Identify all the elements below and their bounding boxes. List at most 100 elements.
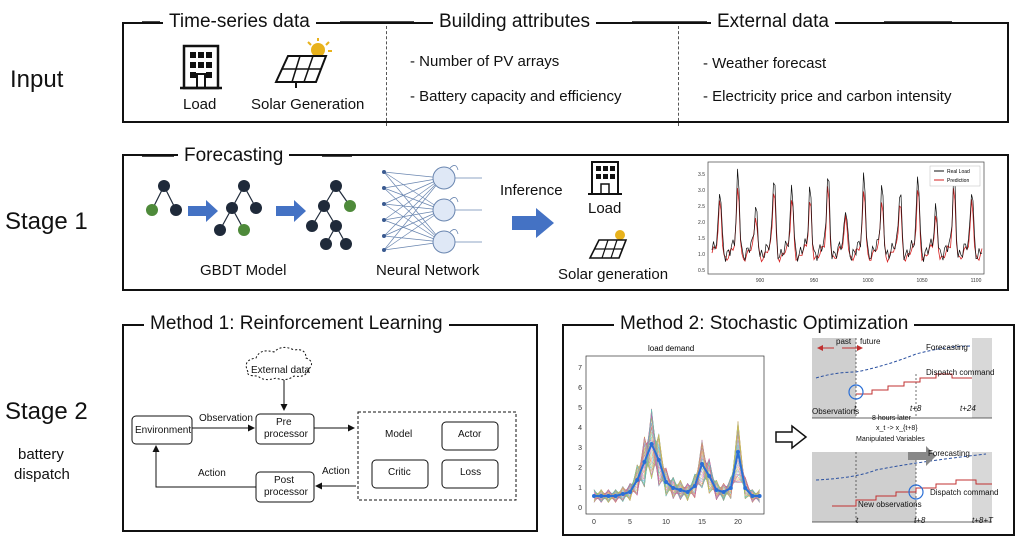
stage1-load-label: Load [588, 200, 622, 217]
mean-point [649, 442, 654, 446]
row-label-input: Input [10, 66, 64, 93]
observations-label: Observations [812, 407, 860, 416]
mean-point [714, 488, 719, 492]
new-observations-label: New observations [858, 500, 922, 509]
mean-point [728, 486, 733, 490]
t24-label: t+24 [960, 404, 976, 413]
mpc-diagram [812, 338, 992, 523]
stage1-solar-icon [588, 230, 628, 259]
time-series-header: Time-series data [163, 12, 316, 32]
gbdt-label: GBDT Model [200, 262, 287, 279]
mean-point [592, 494, 596, 498]
external-item-1: - Weather forecast [703, 55, 827, 72]
t8-label-top: t+8 [910, 404, 922, 413]
external-header: External data [711, 12, 835, 32]
past-label: past [836, 337, 852, 346]
method2-arrow [775, 424, 808, 450]
environment-label: Environment [135, 425, 192, 436]
ld-xtick: 15 [698, 519, 706, 526]
mean-point [736, 450, 740, 454]
ld-xtick: 20 [734, 519, 742, 526]
row-label-stage2-sub1: battery [18, 446, 64, 463]
input-divider-1 [386, 26, 387, 126]
action-label-2: Action [322, 466, 350, 477]
ld-xtick: 10 [662, 519, 670, 526]
mean-point [642, 460, 647, 464]
mean-point [613, 494, 618, 498]
post-processor-label-2: processor [264, 487, 308, 498]
gbdt-trees-icon [146, 180, 356, 250]
neural-network-label: Neural Network [376, 262, 480, 279]
input-divider-2 [678, 26, 679, 126]
actor-label: Actor [458, 429, 482, 440]
method1-header: Method 1: Reinforcement Learning [144, 314, 449, 334]
inference-arrow [512, 208, 554, 238]
method2-box [562, 324, 1015, 536]
mean-point [628, 490, 632, 494]
building-header: Building attributes [433, 12, 597, 32]
stage1-solar-label: Solar generation [558, 266, 669, 283]
lf-ytick: 2.5 [698, 204, 705, 210]
method1-header-lines [122, 324, 526, 326]
mean-point [685, 490, 690, 494]
load-label: Load [183, 96, 217, 113]
row-label-stage2-sub2: dispatch [14, 466, 70, 483]
building-icon [180, 44, 222, 90]
row-label-stage1: Stage 1 [5, 208, 88, 235]
mean-point [757, 494, 762, 498]
ld-ytick: 1 [578, 485, 582, 492]
lf-ytick: 2.0 [698, 220, 705, 226]
external-data-cloud-label: External data [251, 365, 310, 376]
lf-ytick: 3.0 [698, 188, 705, 194]
neural-network-icon [382, 165, 482, 254]
mean-point [700, 462, 704, 466]
t-label-top: t [854, 404, 857, 413]
post-processor-label-1: Post [274, 475, 295, 486]
mean-point [743, 486, 748, 490]
load-demand-title: load demand [648, 344, 694, 353]
t8T-label: t+8+T [972, 516, 993, 525]
method2-header-lines [592, 324, 992, 326]
forecasting-label-2: Forecasting [928, 449, 970, 458]
lf-xtick: 1000 [862, 278, 873, 284]
forecasting-label-1: Forecasting [926, 343, 968, 352]
row-label-stage2: Stage 2 [5, 398, 88, 425]
building-item-1: - Number of PV arrays [410, 53, 560, 70]
pre-processor-label-1: Pre [276, 417, 292, 428]
inference-label: Inference [500, 182, 563, 199]
stage1-box [122, 154, 1009, 291]
mean-point [599, 494, 604, 498]
lf-xtick: 1050 [916, 278, 927, 284]
manipulated-label: Manipulated Variables [856, 436, 925, 443]
lf-ytick: 3.5 [698, 172, 705, 178]
observation-label: Observation [199, 413, 253, 424]
x-formula-label: x_t -> x_{t+8} [876, 425, 918, 432]
critic-label: Critic [388, 467, 411, 478]
action-label-1: Action [198, 468, 226, 479]
solar-generation-label: Solar Generation [251, 96, 365, 113]
t8-label-bottom: t+8 [914, 516, 926, 525]
mean-point [620, 492, 625, 496]
pre-processor-label-2: processor [264, 429, 308, 440]
ld-xtick: 0 [592, 519, 596, 526]
forecasting-header-lines [142, 155, 352, 157]
hours-later-label: 8 hours later [872, 415, 911, 422]
mean-point [678, 488, 683, 492]
ld-ytick: 6 [578, 385, 582, 392]
t-label-bottom: t [856, 516, 859, 525]
lf-ytick: 0.5 [698, 268, 705, 274]
mean-point [635, 478, 640, 482]
model-label: Model [385, 429, 413, 440]
mean-point [671, 486, 676, 490]
future-label: future [860, 337, 881, 346]
mean-point [656, 458, 661, 462]
loss-label: Loss [460, 467, 482, 478]
legend-real: Real Load [947, 169, 970, 175]
scenario-line [593, 418, 760, 502]
lf-xtick: 1100 [971, 278, 982, 284]
ld-ytick: 7 [578, 365, 582, 372]
lf-xtick: 900 [756, 278, 765, 284]
external-item-2: - Electricity price and carbon intensity [703, 88, 952, 105]
